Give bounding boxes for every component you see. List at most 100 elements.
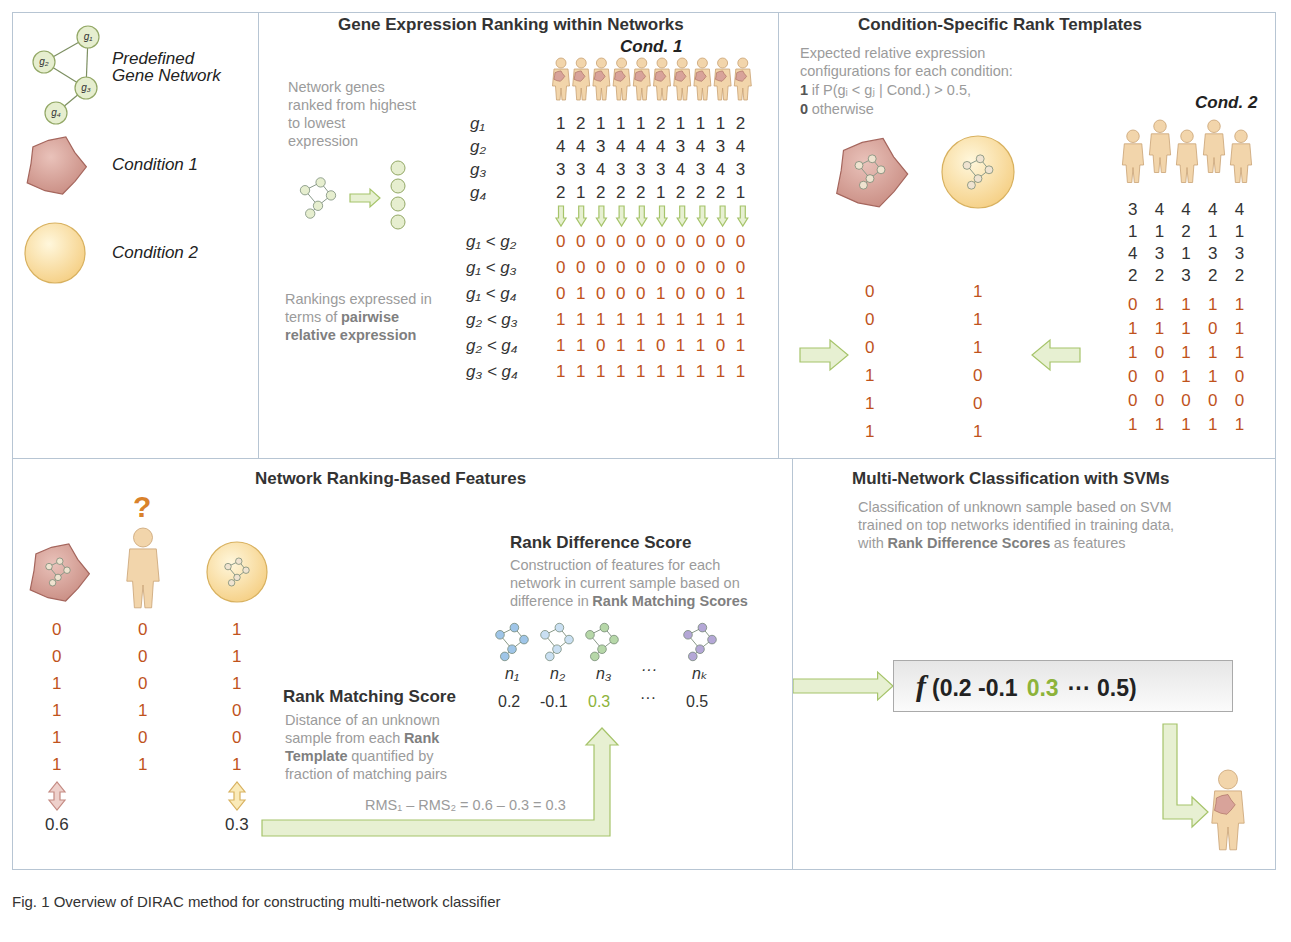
person-figure: [573, 58, 590, 100]
down-arrow: [576, 206, 586, 226]
network-gene: [510, 623, 519, 632]
person-body: [553, 69, 570, 100]
node-text: 0.3: [1027, 675, 1059, 702]
network-gene: [306, 209, 315, 218]
node-text: Condition-Specific Rank Templates: [858, 15, 1142, 34]
down-arrow: [637, 206, 647, 226]
network-gene: [46, 563, 52, 569]
person-figure: [1212, 770, 1244, 850]
text-block: 0otherwise: [800, 100, 874, 118]
network-gene: [708, 635, 717, 644]
tumor-blob: [594, 71, 605, 81]
network-gene: [45, 102, 67, 124]
node-text: Expected relative expression configurati…: [800, 45, 1013, 79]
network-gene: [963, 161, 971, 169]
text-block: Distance of an unknown sample from eachR…: [285, 711, 475, 783]
text-block: Gene Expression Ranking within Networks: [338, 16, 684, 33]
text-block: Cond. 2: [1195, 94, 1257, 111]
classification-panel: Multi-Network Classification with SVMsCl…: [792, 458, 1276, 870]
figure-label: 0.2: [498, 692, 520, 712]
person-body: [1122, 144, 1143, 183]
network-gene: [300, 186, 309, 195]
svm-function-box: f(0.2 -0.10.3··· 0.5): [893, 660, 1233, 712]
network-gene: [868, 155, 876, 163]
network-gene: [974, 175, 982, 183]
person-figure: [714, 58, 731, 100]
output-arrow: [1163, 724, 1208, 827]
network-gene: [967, 181, 975, 189]
compare-arrow: [49, 782, 65, 810]
person-figure: [1203, 120, 1224, 173]
figure-label: ···: [641, 660, 657, 680]
legend-panel: Predefined Gene NetworkCondition 1Condit…: [12, 12, 259, 459]
network-icon: [855, 155, 885, 189]
merge-arrow: [1032, 340, 1080, 370]
figure-label: 3 4 4 4 4: [1128, 200, 1244, 220]
figure-label: 0.5: [686, 692, 708, 712]
person-figure: [734, 58, 751, 100]
network-gene: [55, 574, 61, 580]
figure-label: g₄: [470, 183, 486, 203]
figure-label: ···: [640, 688, 656, 708]
tumor-blob: [1215, 795, 1236, 815]
person-body: [694, 69, 711, 100]
node-text: (0.2 -0.1: [932, 675, 1018, 702]
figure-label: ?: [133, 490, 151, 524]
figure-label: g₂: [39, 56, 48, 68]
down-arrow: [556, 206, 566, 226]
network-gene: [496, 630, 505, 639]
figure-label: n₁: [505, 664, 519, 684]
figure-label: g₁ < g₂: [466, 232, 516, 252]
person-head: [1127, 130, 1140, 143]
network-gene: [555, 623, 564, 632]
condition1-shape: [837, 138, 908, 206]
network-gene: [500, 652, 509, 661]
figure-label: nₖ: [692, 664, 708, 684]
figure-label: 0.6: [45, 815, 69, 835]
person-head: [556, 58, 566, 68]
node-text: Condition 1: [112, 155, 198, 174]
tumor-blob: [695, 71, 706, 81]
ranked-gene: [391, 179, 405, 193]
network-icon: [496, 623, 529, 660]
person-body: [593, 69, 610, 100]
figure-label: g₁: [470, 114, 485, 134]
figure-label: n₃: [596, 664, 611, 684]
network-gene: [866, 175, 874, 183]
person-figure: [1176, 130, 1197, 183]
network-gene: [64, 567, 70, 573]
person-head: [1154, 120, 1167, 133]
text-block: Expected relative expression configurati…: [800, 44, 1070, 80]
person-figure: [1230, 130, 1251, 183]
node-text: Gene Expression Ranking within Networks: [338, 15, 684, 34]
person-head: [697, 58, 707, 68]
node-text: Multi-Network Classification with SVMs: [852, 469, 1169, 488]
node-text: Network genes ranked from highest to low…: [288, 79, 416, 149]
figure-label: 0 1 1 1 1: [1128, 295, 1244, 315]
network-gene: [985, 166, 993, 174]
node-text: Predefined Gene Network: [112, 49, 221, 85]
tumor-blob: [655, 71, 666, 81]
text-block: Construction of features for each networ…: [510, 556, 765, 610]
person-body: [674, 69, 691, 100]
person-figure: [593, 58, 610, 100]
network-gene: [688, 652, 697, 661]
network-icon: [541, 623, 574, 660]
figure-label: 0 0 0 0 0 0 0 0 0 0: [556, 232, 745, 252]
person-body: [1212, 791, 1244, 850]
figure-label: 1 0 1 1 1: [1128, 343, 1244, 363]
person-head: [617, 58, 627, 68]
node-text: ··· 0.5): [1068, 675, 1137, 702]
ranked-gene: [391, 161, 405, 175]
ranked-gene: [391, 215, 405, 229]
text-block: Condition-Specific Rank Templates: [858, 16, 1142, 33]
network-gene: [75, 77, 97, 99]
tumor-blob: [635, 71, 646, 81]
network-gene: [49, 580, 55, 586]
figure-label: g₂ < g₃: [466, 310, 518, 330]
figure-label: 1 2 1 1 1 2 1 1 1 2: [556, 114, 745, 134]
person-body: [1203, 134, 1224, 173]
figure-label: 2 1 2 2 2 1 2 2 2 1: [556, 183, 745, 203]
text-block: Multi-Network Classification with SVMs: [852, 470, 1169, 487]
network-gene: [326, 191, 335, 200]
